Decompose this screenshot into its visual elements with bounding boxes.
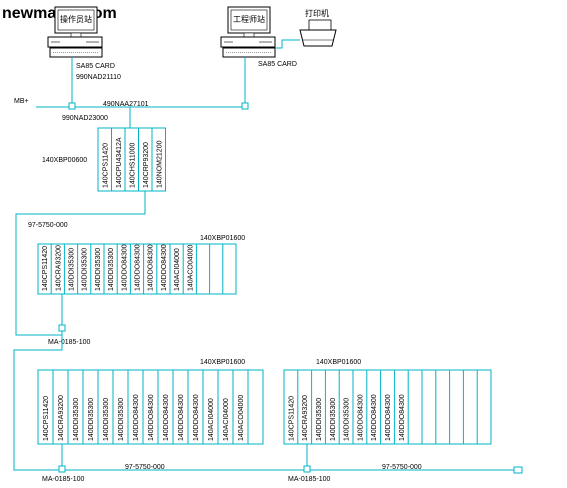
rack-2-name: 140XBP01600	[200, 359, 245, 366]
rack-module-7: 140DDO84300	[371, 394, 378, 441]
rack-module-11: 140DDO84300	[193, 394, 200, 441]
rack-1-tap	[58, 324, 66, 332]
terminator	[513, 466, 523, 474]
bus-tap-label: 990NAD23000	[62, 115, 108, 122]
rack-module-2: 140CPU43412A	[116, 137, 123, 188]
rack-3-tap	[303, 465, 311, 473]
rack-module-6: 140DDI35300	[108, 248, 115, 291]
cable-2-label: 97-5750-000	[125, 464, 165, 471]
rack-module-9: 140DDO84300	[163, 394, 170, 441]
rack-module-10: 140DDO84300	[178, 394, 185, 441]
rack-module-13: 140ACI04000	[223, 398, 230, 441]
rack-module-11: 140ACI04000	[174, 248, 181, 291]
rack-module-1: 140CPS11420	[42, 246, 49, 291]
rack-module-12: 140ACO04000	[187, 245, 194, 291]
tap-engineer	[241, 102, 249, 110]
engineer-card-label: SA85 CARD	[258, 61, 297, 68]
rack-module-6: 140DDI35300	[118, 398, 125, 441]
rack-module-3: 140CHS11000	[129, 142, 136, 188]
rack-module-3: 140DDI35300	[73, 398, 80, 441]
cable-3-label: 97-5750-000	[382, 464, 422, 471]
tap-490-label: 490NAA27101	[103, 101, 149, 108]
rack-3-name: 140XBP01600	[316, 359, 361, 366]
rack-module-12: 140ACI04000	[208, 398, 215, 441]
engineer-station-label: 工程师站	[233, 14, 265, 24]
tap-operator	[68, 102, 76, 110]
rack-module-2: 140CRA93200	[58, 395, 65, 441]
rack-module-4: 140DDI35300	[330, 398, 337, 441]
rack-module-5: 140NOM21200	[156, 140, 163, 188]
tap-r3-label: MA-0185-100	[288, 476, 331, 483]
printer-cable	[275, 39, 300, 49]
rack-module-1: 140CPS11420	[102, 143, 109, 188]
rack-2-tap	[58, 465, 66, 473]
rack-0-name: 140XBP00600	[42, 157, 87, 164]
rack-remote-1: 140CPS11420 140CRA93200 140DDI35300 140DDI3…	[37, 243, 237, 295]
rack-module-3: 140DDI35300	[69, 248, 76, 291]
tap-r1-label: MA-0185-100	[48, 339, 91, 346]
rack-module-3: 140DDI35300	[316, 398, 323, 441]
printer-label: 打印机	[305, 8, 329, 18]
engineer-station: 工程师站	[220, 6, 276, 58]
operator-tap-label: 990NAD21110	[76, 74, 121, 81]
rack-module-5: 140DDI35300	[103, 398, 110, 441]
rack-1-name: 140XBP01600	[200, 235, 245, 242]
rack-module-9: 140DDO84300	[148, 244, 155, 291]
rack-module-8: 140DDO84300	[135, 244, 142, 291]
rack-remote-2: 140CPS11420 140CRA93200 140DDI35300 140DDI3…	[37, 369, 264, 445]
remote-cable-1	[15, 191, 146, 336]
rack-module-8: 140DDO84300	[385, 394, 392, 441]
remote-cable-main	[13, 335, 520, 471]
rack-module-1: 140CPS11420	[43, 396, 50, 441]
rack-module-14: 140ACO04000	[238, 395, 245, 441]
operator-card-label: SA85 CARD	[76, 63, 115, 70]
rack-module-5: 140DDI35300	[95, 248, 102, 291]
rack-module-2: 140CRA93200	[55, 245, 62, 291]
rack-module-7: 140DDO84300	[133, 394, 140, 441]
printer-icon	[299, 19, 337, 47]
rack-module-6: 140DDO84300	[357, 394, 364, 441]
rack-frame	[37, 243, 237, 295]
operator-station-label: 操作员站	[60, 14, 92, 24]
rack-frame	[97, 127, 166, 192]
rack-frame	[283, 369, 492, 445]
rack-main: 140CPS11420 140CPU43412A 140CHS11000 140CRP…	[97, 127, 166, 192]
rack-module-4: 140DDI35300	[82, 248, 89, 291]
rack-module-4: 140CRP93200	[143, 142, 150, 188]
rack-frame	[37, 369, 264, 445]
tap-r2-label: MA-0185-100	[42, 476, 85, 483]
rack-module-10: 140DDO84300	[161, 244, 168, 291]
rack-remote-3: 140CPS11420 140CRA93200 140DDI35300 140DDI3…	[283, 369, 492, 445]
rack-module-2: 140CRA93200	[302, 395, 309, 441]
rack-module-1: 140CPS11420	[288, 396, 295, 441]
rack-module-5: 140DDI35300	[344, 398, 351, 441]
rack-module-4: 140DDI35300	[88, 398, 95, 441]
operator-station: 操作员站	[47, 6, 103, 58]
cable-1-label: 97-5750-000	[28, 222, 68, 229]
rack-module-9: 140DDO84300	[399, 394, 406, 441]
rack-module-8: 140DDO84300	[148, 394, 155, 441]
bus-label: MB+	[14, 98, 29, 105]
rack-module-7: 140DDO84300	[121, 244, 128, 291]
